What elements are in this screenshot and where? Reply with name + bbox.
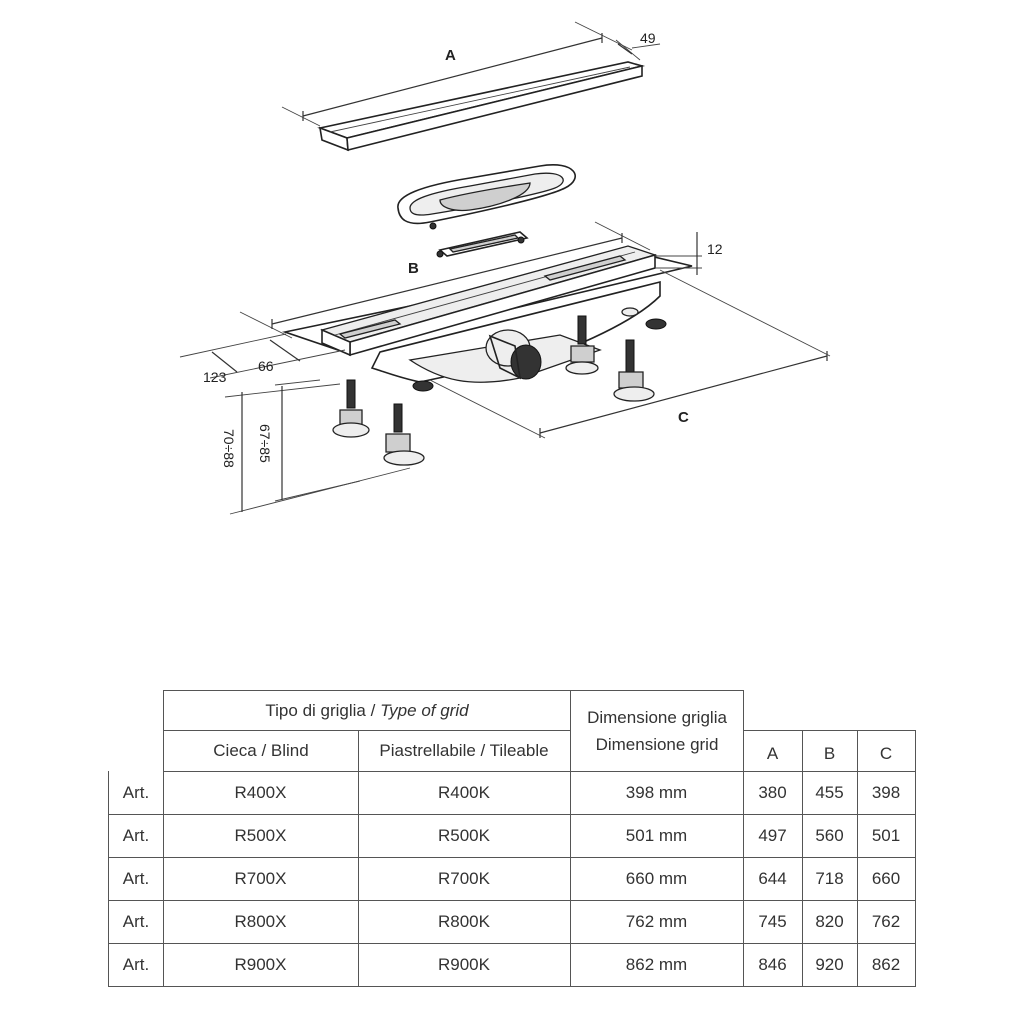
cell-tileable: R400K xyxy=(358,771,571,815)
foot-4 xyxy=(613,339,655,402)
cell-tileable: R800K xyxy=(358,900,571,944)
cell-b: 920 xyxy=(802,943,858,987)
cell-b: 560 xyxy=(802,814,858,858)
cell-tileable: R700K xyxy=(358,857,571,901)
row-label: Art. xyxy=(108,857,164,901)
row-label: Art. xyxy=(108,943,164,987)
dimension-12-label: 12 xyxy=(707,241,723,257)
header-dim-line2: Dimensione grid xyxy=(595,735,719,754)
dimension-70-88-label: 70÷88 xyxy=(221,429,237,468)
header-type-italic: Type of grid xyxy=(380,700,469,720)
dimension-c: C xyxy=(429,269,831,439)
dimension-49-label: 49 xyxy=(640,30,656,46)
cell-b: 820 xyxy=(802,900,858,944)
cell-dimension: 862 mm xyxy=(570,943,744,987)
foot-1 xyxy=(332,379,370,438)
cell-a: 644 xyxy=(743,857,803,901)
header-tileable: Piastrellabile / Tileable xyxy=(358,730,571,772)
cell-c: 501 xyxy=(857,814,916,858)
dimension-67-85-label: 67÷85 xyxy=(257,424,273,463)
clip-part xyxy=(436,231,529,258)
grate-part xyxy=(317,61,646,152)
cell-b: 455 xyxy=(802,771,858,815)
header-col-c: C xyxy=(857,730,916,772)
cell-blind: R400X xyxy=(163,771,359,815)
cell-a: 497 xyxy=(743,814,803,858)
cell-c: 862 xyxy=(857,943,916,987)
cell-tileable: R500K xyxy=(358,814,571,858)
technical-drawing: A 49 xyxy=(179,21,831,515)
cell-c: 660 xyxy=(857,857,916,901)
header-blind: Cieca / Blind xyxy=(163,730,359,772)
cell-a: 380 xyxy=(743,771,803,815)
cell-blind: R800X xyxy=(163,900,359,944)
dimension-b: B xyxy=(239,221,651,339)
dimension-123-label: 123 xyxy=(203,369,227,385)
cell-blind: R700X xyxy=(163,857,359,901)
dimension-height: 70÷88 67÷85 xyxy=(221,379,411,515)
dimension-c-label: C xyxy=(678,409,689,426)
header-type-of-grid: Tipo di griglia / Type of grid xyxy=(163,690,571,731)
cell-dimension: 398 mm xyxy=(570,771,744,815)
header-col-a: A xyxy=(743,730,803,772)
dimension-66-label: 66 xyxy=(258,358,274,374)
cell-a: 745 xyxy=(743,900,803,944)
cell-b: 718 xyxy=(802,857,858,901)
dimension-b-label: B xyxy=(408,260,419,277)
cell-a: 846 xyxy=(743,943,803,987)
dimension-a-label: A xyxy=(445,47,456,64)
cell-blind: R900X xyxy=(163,943,359,987)
nut-parts xyxy=(412,307,667,392)
row-label: Art. xyxy=(108,900,164,944)
cell-tileable: R900K xyxy=(358,943,571,987)
row-label: Art. xyxy=(108,771,164,815)
cell-dimension: 762 mm xyxy=(570,900,744,944)
trap-cover-part xyxy=(397,164,576,230)
foot-2 xyxy=(383,403,425,466)
dimension-49: 49 xyxy=(615,30,661,61)
dimension-12: 12 xyxy=(655,232,723,275)
channel-part xyxy=(281,245,693,383)
header-col-b: B xyxy=(802,730,858,772)
cell-dimension: 660 mm xyxy=(570,857,744,901)
cell-c: 762 xyxy=(857,900,916,944)
foot-3 xyxy=(565,315,599,375)
header-dim-line1: Dimensione griglia xyxy=(587,708,727,727)
cell-c: 398 xyxy=(857,771,916,815)
dimension-123-66: 123 66 xyxy=(179,333,346,385)
header-dimension-grid: Dimensione griglia Dimensione grid xyxy=(570,690,744,772)
cell-dimension: 501 mm xyxy=(570,814,744,858)
cell-blind: R500X xyxy=(163,814,359,858)
row-label: Art. xyxy=(108,814,164,858)
header-type-plain: Tipo di griglia / xyxy=(265,700,381,720)
